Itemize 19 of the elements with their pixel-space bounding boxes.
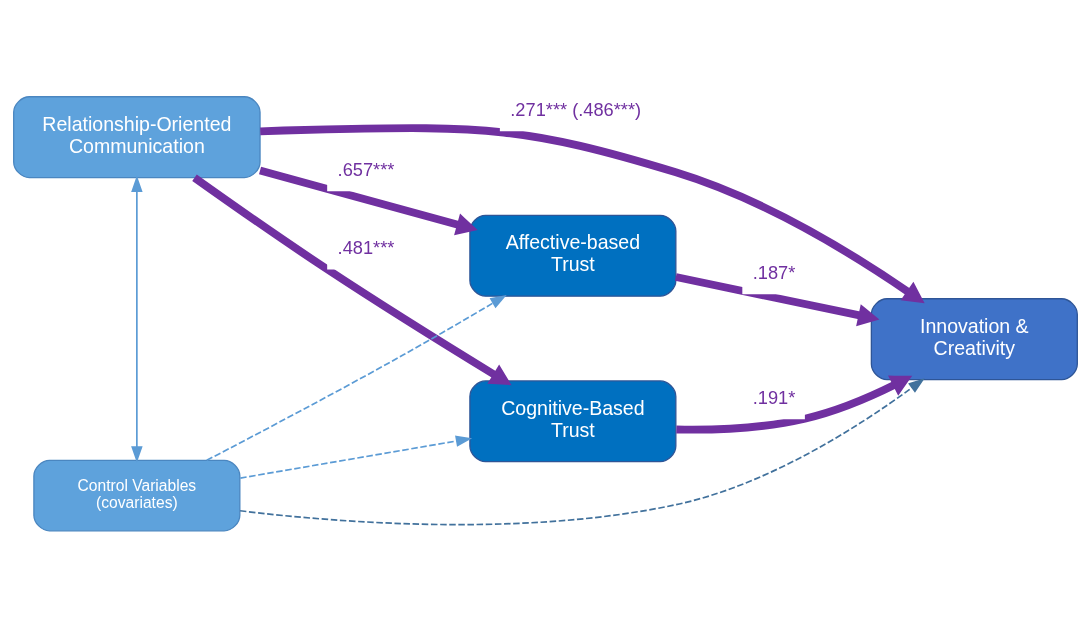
edge-label: .657*** <box>337 158 395 180</box>
arrow <box>205 294 507 462</box>
arrow <box>131 175 143 463</box>
node-box: Cognitive-Based Trust <box>469 380 677 463</box>
edge-label: .191* <box>752 386 796 408</box>
arrow <box>239 435 473 479</box>
node-box: Innovation & Creativity <box>870 298 1078 381</box>
edge-label: .187* <box>752 261 796 283</box>
edge-label: .271*** (.486***) <box>510 98 642 120</box>
node-box: Control Variables (covariates) <box>33 459 241 532</box>
arrow <box>192 174 512 386</box>
arrow <box>239 378 925 526</box>
arrow <box>675 273 880 327</box>
arrow <box>260 124 925 304</box>
node-box: Relationship-Oriented Communication <box>13 96 261 179</box>
arrow <box>259 166 478 236</box>
edge-label: .481*** <box>337 237 395 259</box>
node-box: Affective-based Trust <box>469 214 677 297</box>
arrow <box>676 375 913 434</box>
